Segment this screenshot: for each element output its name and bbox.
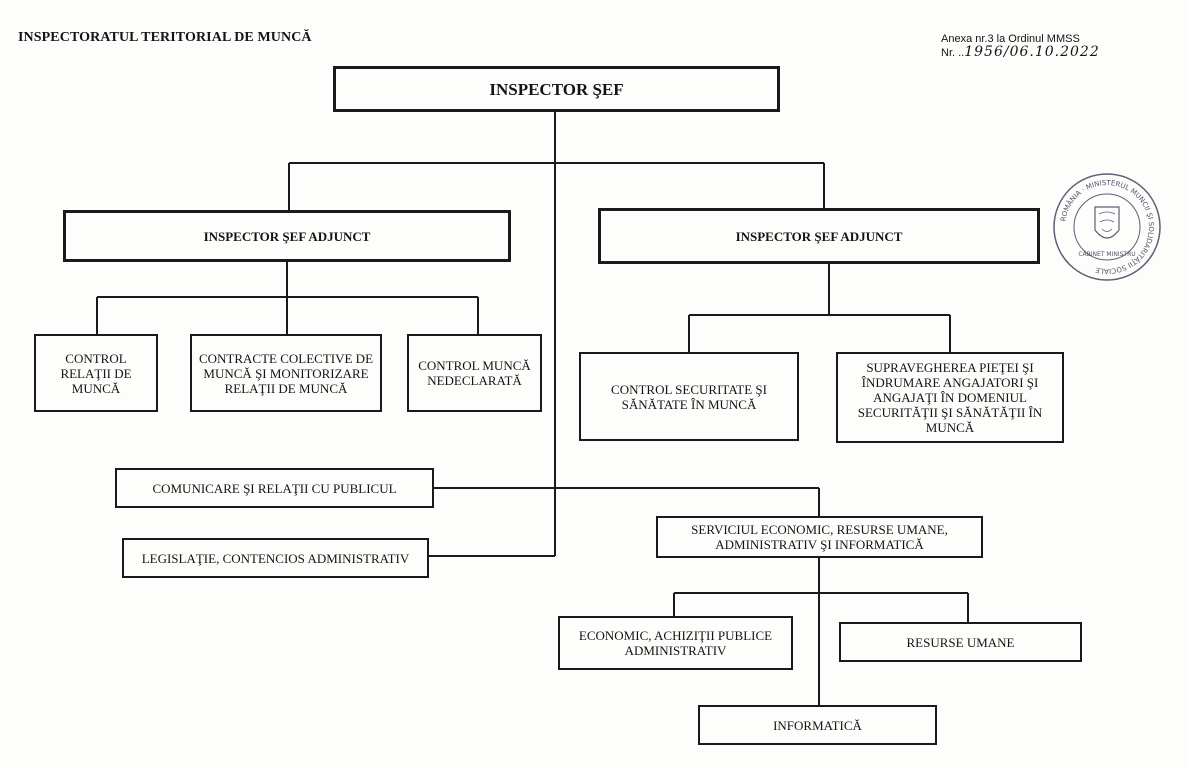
deputy-right-box: INSPECTOR ŞEF ADJUNCT [598, 208, 1040, 264]
official-stamp: ROMÂNIA · MINISTERUL MUNCII ŞI SOLIDARIT… [1053, 173, 1161, 281]
stamp-outer-ring [1053, 173, 1161, 281]
informatica-box: INFORMATICĂ [698, 705, 937, 745]
annex-number: Nr. ..1956/06.10.2022 [941, 44, 1100, 60]
serviciu-box: SERVICIUL ECONOMIC, RESURSE UMANE, ADMIN… [656, 516, 983, 558]
nedeclarata-box: CONTROL MUNCĂ NEDECLARATĂ [407, 334, 542, 412]
chief-box: INSPECTOR ŞEF [333, 66, 780, 112]
institution-title: INSPECTORATUL TERITORIAL DE MUNCĂ [18, 30, 312, 45]
resurse-box: RESURSE UMANE [839, 622, 1082, 662]
annex-number-handwritten: 1956/06.10.2022 [964, 44, 1100, 60]
supraveghere-box: SUPRAVEGHEREA PIEŢEI ŞI ÎNDRUMARE ANGAJA… [836, 352, 1064, 443]
coat-of-arms-icon [1094, 206, 1120, 239]
legislatie-box: LEGISLAŢIE, CONTENCIOS ADMINISTRATIV [122, 538, 429, 578]
deputy-left-box: INSPECTOR ŞEF ADJUNCT [63, 210, 511, 262]
annex-reference: Anexa nr.3 la Ordinul MMSS Nr. ..1956/06… [941, 33, 1100, 60]
control-relatii-box: CONTROL RELAŢII DE MUNCĂ [34, 334, 158, 412]
stamp-inner-ring [1073, 193, 1141, 261]
annex-line: Anexa nr.3 la Ordinul MMSS [941, 33, 1080, 45]
comunicare-box: COMUNICARE ŞI RELAŢII CU PUBLICUL [115, 468, 434, 508]
annex-number-prefix: Nr. .. [941, 47, 965, 59]
stamp-inner-text: CABINET MINISTRU [1078, 251, 1135, 258]
securitate-box: CONTROL SECURITATE ŞI SĂNĂTATE ÎN MUNCĂ [579, 352, 799, 441]
contracte-box: CONTRACTE COLECTIVE DE MUNCĂ ŞI MONITORI… [190, 334, 382, 412]
economic-box: ECONOMIC, ACHIZIŢII PUBLICE ADMINISTRATI… [558, 616, 793, 670]
